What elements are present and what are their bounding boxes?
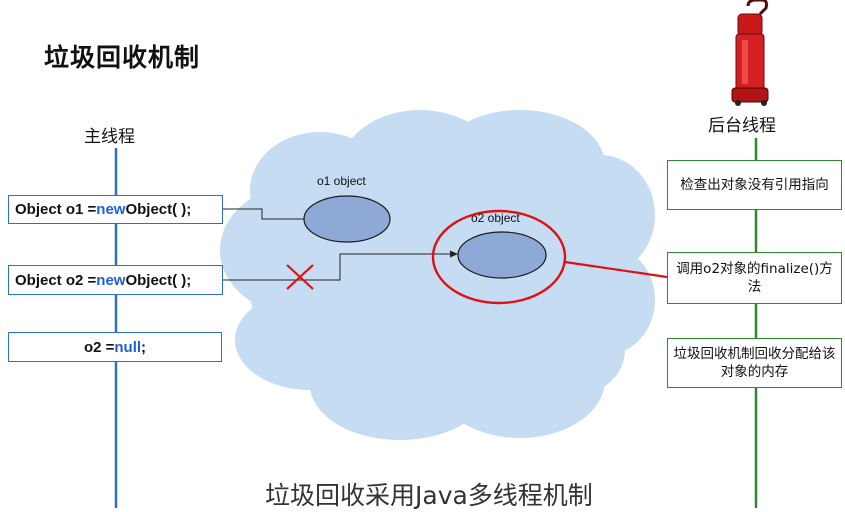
statement-o1-new: Object o1 = new Object( ); <box>8 195 223 224</box>
o2-reference-arrow <box>223 253 450 281</box>
diagram-caption: 垃圾回收采用Java多线程机制 <box>265 481 593 510</box>
heap-cloud <box>220 110 655 440</box>
statement-keyword: new <box>96 271 126 289</box>
step-text: 调用o2对象的finalize()方法 <box>676 261 833 295</box>
highlight-connector-line <box>564 260 668 279</box>
o1-reference-arrow <box>223 208 305 220</box>
gc-step-call-finalize: 调用o2对象的finalize()方法 <box>667 252 842 304</box>
o2-highlight-circle <box>431 209 567 305</box>
background-thread-label: 后台线程 <box>708 116 776 136</box>
statement-o2-new: Object o2 = new Object( ); <box>8 265 223 295</box>
step-text: 垃圾回收机制回收分配给该对象的内存 <box>673 346 836 380</box>
statement-prefix: Object o2 = <box>15 271 97 289</box>
o2-object-label: o2 object <box>471 211 520 225</box>
cross-icon <box>286 264 314 290</box>
gc-step-detect-unreferenced: 检查出对象没有引用指向 <box>667 160 842 210</box>
statement-o2-null: o2 = null; <box>8 332 222 362</box>
main-thread-label: 主线程 <box>84 127 135 147</box>
o2-object-ellipse <box>457 231 547 279</box>
statement-suffix: Object( ); <box>125 271 192 289</box>
gc-step-reclaim-memory: 垃圾回收机制回收分配给该对象的内存 <box>667 338 842 388</box>
statement-suffix: Object( ); <box>125 201 192 218</box>
statement-prefix: Object o1 = <box>15 201 97 218</box>
statement-keyword: new <box>96 201 126 218</box>
statement-keyword: null <box>114 338 142 356</box>
o2-arrowhead <box>450 250 458 258</box>
statement-prefix: o2 = <box>83 338 115 356</box>
o1-object-label: o1 object <box>317 174 366 188</box>
statement-suffix: ; <box>141 338 147 356</box>
o1-object-ellipse <box>303 195 391 243</box>
vacuum-cleaner-icon <box>731 0 769 106</box>
step-text: 检查出对象没有引用指向 <box>680 177 829 193</box>
page-title: 垃圾回收机制 <box>44 43 201 72</box>
